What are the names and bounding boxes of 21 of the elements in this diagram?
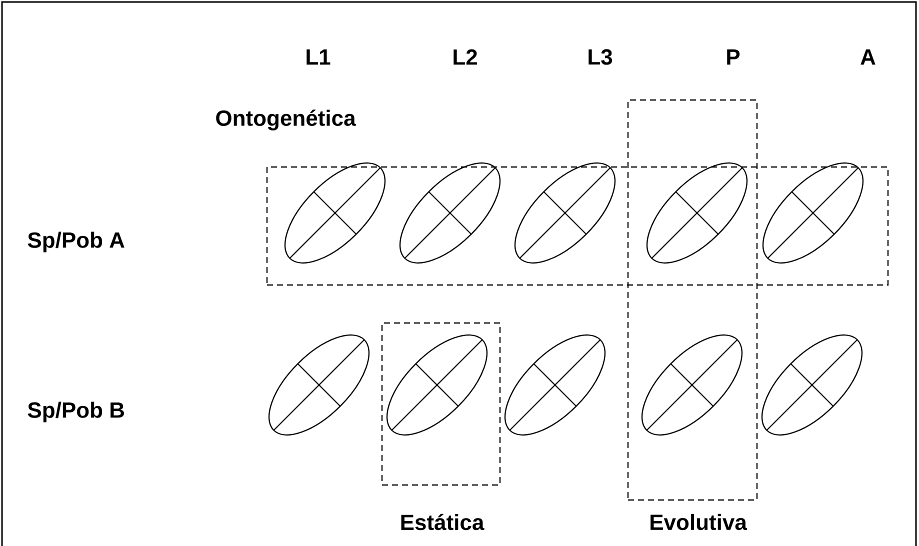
row-label: Sp/Pob A: [28, 232, 124, 252]
dashed-box: Estática: [381, 322, 501, 530]
ellipse-drawing: [646, 162, 748, 264]
column-header: L3: [588, 49, 612, 65]
ellipse-drawing: [399, 162, 501, 264]
node-label: Estática: [401, 514, 484, 530]
column-header: P: [727, 49, 740, 65]
ellipse-drawing: [641, 334, 743, 436]
column-header: L1: [306, 49, 330, 65]
ellipse-drawing: [514, 162, 616, 264]
ellipse-drawing: [504, 334, 606, 436]
row-label: Sp/Pob B: [28, 402, 124, 422]
column-header: L2: [454, 49, 477, 65]
ellipse-drawing: [761, 334, 863, 436]
node-label: Evolutiva: [650, 514, 748, 530]
column-header: A: [860, 49, 876, 65]
ellipse-drawing: [284, 162, 386, 264]
ellipse-drawing: [762, 162, 864, 264]
node-label: Ontogenética: [216, 110, 356, 130]
ellipse-drawing: [268, 334, 370, 436]
ellipse-drawing: [386, 334, 488, 436]
